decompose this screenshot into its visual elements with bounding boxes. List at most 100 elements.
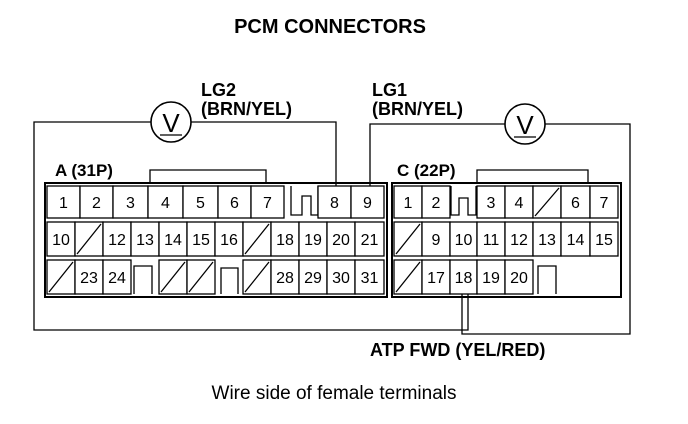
terminal-a-21-label: 21 xyxy=(361,232,379,249)
terminal-c-6-label: 6 xyxy=(571,195,580,212)
meter-left-line1: LG2 xyxy=(201,80,236,100)
terminal-c-3-label: 3 xyxy=(487,195,496,212)
meter-right: V LG1 (BRN/YEL) xyxy=(369,80,631,335)
connector-c-key-notch xyxy=(450,186,477,216)
meter-left-line2: (BRN/YEL) xyxy=(201,99,292,119)
terminal-a-15 xyxy=(186,221,216,257)
connector-c-latch xyxy=(476,169,589,183)
connector-a: A (31P) 1 2 3 4 5 6 7 8 9 10 xyxy=(44,161,388,298)
terminal-a-21 xyxy=(354,221,385,257)
connector-a-row1: 1 2 3 4 5 6 7 8 9 xyxy=(46,185,385,219)
terminal-a-2-label: 2 xyxy=(92,195,101,212)
terminal-a-23 xyxy=(74,259,104,295)
terminal-a-12 xyxy=(102,221,132,257)
terminal-a-30-label: 30 xyxy=(332,270,350,287)
connector-a-shell xyxy=(44,182,388,298)
terminal-c-14-label: 14 xyxy=(567,232,585,249)
terminal-a-6 xyxy=(217,185,252,219)
terminal-c-12 xyxy=(504,221,534,257)
terminal-c-11-label: 11 xyxy=(483,232,500,249)
connector-a-key-notch xyxy=(290,186,319,216)
terminal-c-4 xyxy=(504,185,534,219)
terminal-a-14 xyxy=(158,221,188,257)
terminal-a-31-label: 31 xyxy=(361,270,379,287)
meter-right-return-wire xyxy=(461,123,631,335)
connector-c-row3-notch xyxy=(537,265,557,294)
terminal-a-18 xyxy=(270,221,300,257)
terminal-a-1-label: 1 xyxy=(59,195,68,212)
terminal-c-7-label: 7 xyxy=(600,195,609,212)
meter-right-probe-wire xyxy=(369,123,505,186)
terminal-c-5-empty-slash xyxy=(534,187,560,217)
terminal-c-9 xyxy=(421,221,451,257)
terminal-a-23-label: 23 xyxy=(80,270,98,287)
terminal-a-2 xyxy=(79,185,114,219)
terminal-a-24-label: 24 xyxy=(108,270,126,287)
terminal-c-18 xyxy=(449,259,478,295)
terminal-a-28-label: 28 xyxy=(276,270,294,287)
terminal-c-10 xyxy=(449,221,478,257)
terminal-a-29 xyxy=(298,259,328,295)
terminal-a-13 xyxy=(130,221,160,257)
connector-a-label: A (31P) xyxy=(55,161,113,180)
terminal-a-6-label: 6 xyxy=(230,195,239,212)
terminal-a-19-label: 19 xyxy=(304,232,322,249)
terminal-a-31 xyxy=(354,259,385,295)
terminal-a-17-empty-slash xyxy=(244,223,270,255)
terminal-a-5-label: 5 xyxy=(196,195,205,212)
terminal-c-12-label: 12 xyxy=(510,232,528,249)
terminal-a-16 xyxy=(214,221,244,257)
signal-label: ATP FWD (YEL/RED) xyxy=(370,340,545,360)
connector-a-row3: 23 24 28 29 30 31 xyxy=(46,259,385,295)
connector-a-row3-notch-1 xyxy=(133,265,153,294)
terminal-c-9-label: 9 xyxy=(432,232,441,249)
terminal-a-12-label: 12 xyxy=(108,232,126,249)
meter-left-probe-wire xyxy=(191,121,337,186)
terminal-c-17-label: 17 xyxy=(427,270,445,287)
terminal-a-14-label: 14 xyxy=(164,232,182,249)
terminal-c-1-label: 1 xyxy=(404,195,413,212)
connector-c-row1: 1 2 3 4 6 7 xyxy=(393,185,619,219)
terminal-c-20 xyxy=(504,259,534,295)
terminal-c-15 xyxy=(589,221,619,257)
terminal-a-20-label: 20 xyxy=(332,232,350,249)
terminal-a-9-label: 9 xyxy=(363,195,372,212)
terminal-c-18-label: 18 xyxy=(455,270,473,287)
terminal-a-24 xyxy=(102,259,132,295)
terminal-a-18-label: 18 xyxy=(276,232,294,249)
terminal-c-16-empty-slash xyxy=(395,261,421,293)
diagram-title: PCM CONNECTORS xyxy=(234,16,426,38)
terminal-c-10-label: 10 xyxy=(455,232,473,249)
terminal-a-4-label: 4 xyxy=(161,195,170,212)
terminal-c-19-label: 19 xyxy=(482,270,500,287)
terminal-c-15-label: 15 xyxy=(595,232,613,249)
terminal-c-19 xyxy=(476,259,506,295)
terminal-a-13-label: 13 xyxy=(136,232,154,249)
terminal-a-15-label: 15 xyxy=(192,232,210,249)
terminal-c-14 xyxy=(560,221,591,257)
terminal-a-27-empty-slash xyxy=(244,261,270,293)
connector-a-row3-notch-2 xyxy=(220,267,239,294)
connector-c-row2: 9 10 11 12 13 14 15 xyxy=(393,221,619,257)
connector-c-label: C (22P) xyxy=(397,161,456,180)
voltmeter-left-symbol: V xyxy=(162,108,180,138)
terminal-c-20-label: 20 xyxy=(510,270,528,287)
terminal-a-10-label: 10 xyxy=(52,232,70,249)
terminal-c-13-label: 13 xyxy=(538,232,556,249)
terminal-a-16-label: 16 xyxy=(220,232,238,249)
terminal-a-11-empty-slash xyxy=(76,223,102,255)
connector-a-latch xyxy=(149,169,267,183)
connector-c-row3: 17 18 19 20 xyxy=(393,259,557,295)
connector-c-shell xyxy=(391,182,622,298)
meter-left: V LG2 (BRN/YEL) xyxy=(33,80,469,331)
terminal-c-2-label: 2 xyxy=(432,195,441,212)
terminal-a-7-label: 7 xyxy=(263,195,272,212)
meter-right-line1: LG1 xyxy=(372,80,407,100)
terminal-a-3 xyxy=(112,185,149,219)
terminal-c-2 xyxy=(421,185,451,219)
terminal-c-7 xyxy=(589,185,619,219)
terminal-a-8-label: 8 xyxy=(330,195,339,212)
meter-right-line2: (BRN/YEL) xyxy=(372,99,463,119)
terminal-a-26-empty-slash xyxy=(188,261,214,293)
